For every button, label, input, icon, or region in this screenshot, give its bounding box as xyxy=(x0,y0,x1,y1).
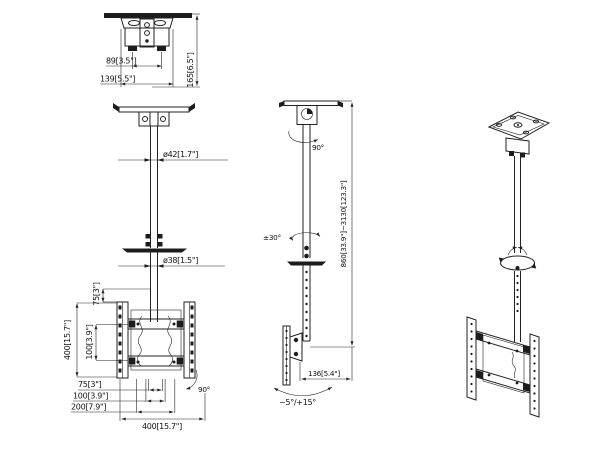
dim-label-lower-pole-dia: ø38[1.5"] xyxy=(163,256,198,265)
dim-label-depth: 136[5.4"] xyxy=(308,369,340,378)
tv-bracket-front xyxy=(116,301,196,379)
angle-label-swivel: 90° xyxy=(198,385,210,394)
ceiling-plate xyxy=(113,103,195,127)
tv-bracket-side xyxy=(282,325,310,386)
angle-label-pole-rotation: 90° xyxy=(312,143,324,152)
dim-label-vesa-horizontal: 100[3.9"] xyxy=(73,392,108,401)
dim-label-bracket-height: 400[15.7"] xyxy=(63,320,72,360)
ceiling-plate-side xyxy=(279,100,343,125)
dim-label-height-range: 860[33.9"]~3130[123.3"] xyxy=(339,180,348,267)
angle-label-tilt-range: −5°/+15° xyxy=(279,398,316,407)
ceiling-plate-body xyxy=(120,17,174,51)
front-dimension-lines xyxy=(71,158,228,421)
isometric-view xyxy=(466,111,551,418)
pole-iso xyxy=(498,156,537,342)
ceiling-plate-detail-view: 89[3.5"] 139[5.5"] 165[6.5"] xyxy=(100,13,200,88)
dim-label-vesa-vertical: 100[3.9"] xyxy=(85,324,94,359)
dim-label-bracket-width: 400[15.7"] xyxy=(142,422,182,431)
dim-label-hole-offset: 75[3"] xyxy=(78,380,102,389)
dim-label-upper-pole-dia: ø42[1.7"] xyxy=(163,150,198,159)
dim-label-top-offset: 75[3"] xyxy=(92,282,101,306)
ceiling-plate-iso xyxy=(487,111,551,158)
side-view: 90° ±30° 860[33.9"]~3130[123.3"] 136[5.4… xyxy=(263,100,355,407)
angle-label-swivel-range: ±30° xyxy=(263,233,281,242)
tv-bracket-iso xyxy=(466,316,540,418)
detail-dimension-lines xyxy=(100,13,200,88)
dim-label-detail-height: 165[6.5"] xyxy=(186,52,195,87)
dim-label-inner-width: 89[3.5"] xyxy=(106,57,137,66)
collar-disc xyxy=(122,248,187,253)
dim-label-outer-width: 139[5.5"] xyxy=(100,75,135,84)
lower-pole xyxy=(150,252,158,322)
front-view: ø42[1.7"] ø38[1.5"] 75[3"] 400[15.7"] 10… xyxy=(63,103,228,431)
ceiling-rail xyxy=(104,13,192,18)
dim-label-mid-width: 200[7.9"] xyxy=(71,403,106,412)
side-dimension-lines xyxy=(273,100,355,397)
upper-pole xyxy=(145,126,163,248)
